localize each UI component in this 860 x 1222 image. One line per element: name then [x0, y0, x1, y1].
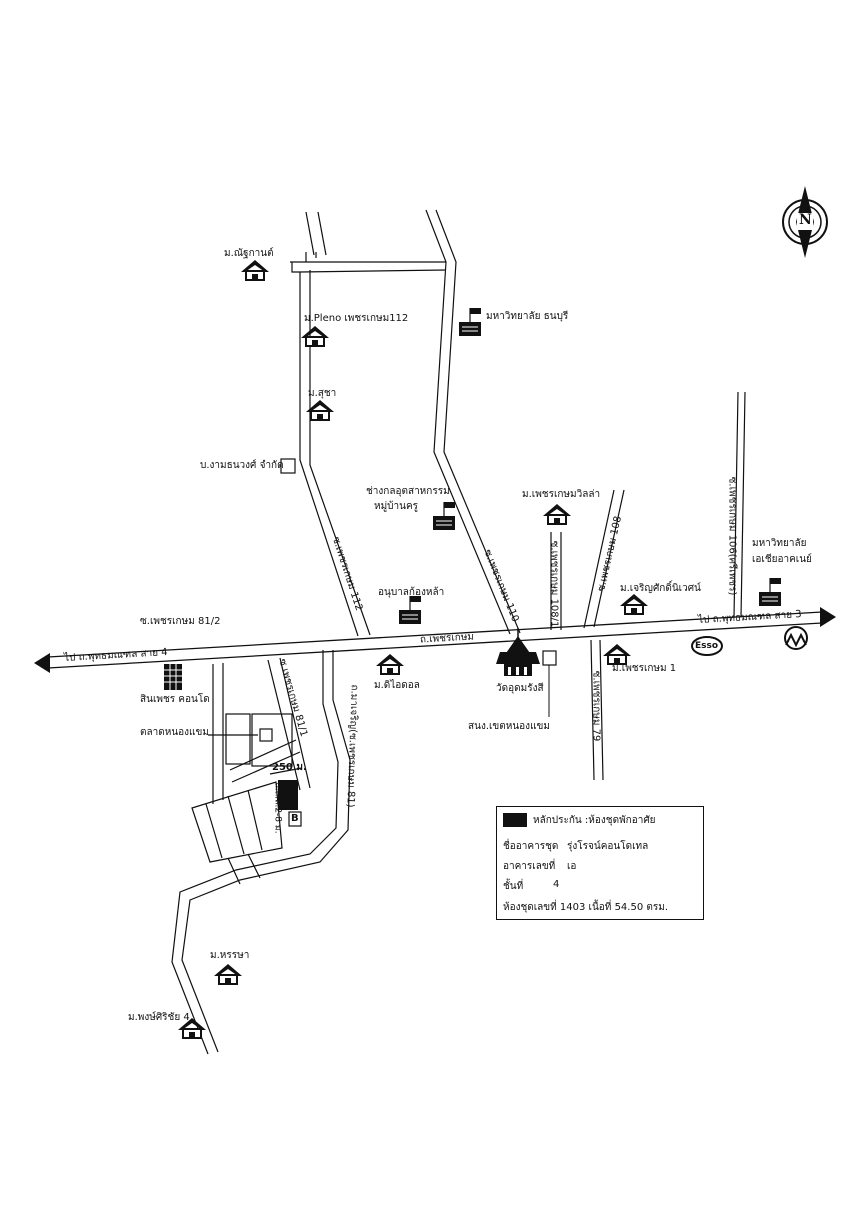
- fuel-station-icon: [784, 626, 808, 650]
- east-arrow-icon: [820, 607, 836, 627]
- label-market: ตลาดหนองแขม: [140, 727, 209, 738]
- label-m-charoen: ม.เจริญศักดิ์นิเวศน์: [620, 583, 701, 594]
- university-icon-sea: [758, 577, 782, 607]
- soi-2-8-label: ถ.ถ.ล.2-8 ม.: [272, 782, 283, 834]
- esso-logo: [691, 636, 723, 656]
- house-icon-chatkan: [240, 259, 270, 281]
- label-u-sea-1: มหาวิทยาลัย: [752, 538, 807, 549]
- main-road: [47, 611, 823, 669]
- house-icon-hansa: [213, 963, 243, 985]
- label-m-pleno: ม.Pleno เพชรเกษม112: [304, 313, 409, 324]
- legend-block-value: เอ: [567, 861, 577, 872]
- side-roads: [290, 209, 746, 781]
- north-arrow-icon: [782, 186, 828, 258]
- soi-79-label: ซ.เพชรเกษม 79: [590, 670, 602, 742]
- label-school-2: หมู่บ้านครู: [374, 501, 419, 512]
- collateral-building: [278, 780, 298, 810]
- district-office-marker: [542, 650, 557, 666]
- label-m-sucha: ม.สุชา: [308, 388, 337, 399]
- label-m-chatkan: ม.ณัฐกานต์: [224, 248, 274, 259]
- temple-icon: [496, 628, 540, 676]
- label-u-sea-2: เอเชียอาคเนย์: [752, 554, 812, 565]
- university-icon-thonburi: [458, 307, 482, 337]
- label-m-phet1: ม.เพชรเกษม 1: [612, 663, 677, 674]
- label-u-thonburi: มหาวิทยาลัย ธนบุรี: [486, 311, 569, 322]
- label-m-idol: ม.ดิไอดอล: [374, 680, 420, 691]
- soi-106-label: ซ.เพชรเกษม 106(ศรีเพชร): [726, 476, 738, 596]
- house-icon-villa: [542, 503, 572, 525]
- soi-108-1-label: ซ.เพชรเกษม 108/1: [548, 540, 560, 628]
- label-sinphet: สินเพชร คอนโด: [140, 694, 210, 705]
- north-label: N: [799, 212, 812, 228]
- legend-building-value: รุ่งโรจน์คอนโดเทล: [567, 841, 649, 852]
- legend-swatch: [503, 813, 527, 827]
- label-distance: 250 ม.: [272, 762, 307, 773]
- label-kindergarten: อนุบาลก้องหล้า: [378, 587, 445, 598]
- label-b-tag: B: [291, 813, 299, 824]
- school-icon: [432, 501, 456, 531]
- legend-box: หลักประกัน :ห้องชุดพักอาศัย ชื่ออาคารชุด…: [496, 806, 704, 920]
- label-m-hansa: ม.หรรษา: [210, 950, 250, 961]
- legend-building-label: ชื่ออาคารชุด: [503, 841, 559, 852]
- label-company: บ.งามธนวงศ์ จำกัด: [200, 460, 284, 471]
- condo-icon: [164, 664, 182, 690]
- company-marker: [280, 458, 296, 474]
- house-icon-idol: [375, 653, 405, 675]
- label-district-office: สนง.เขตหนองแขม: [468, 721, 550, 732]
- label-esso: Esso: [695, 641, 719, 651]
- legend-room-line: ห้องชุดเลขที่ 1403 เนื้อที่ 54.50 ตรม.: [503, 902, 669, 913]
- legend-floor-value: 4: [553, 879, 560, 890]
- label-m-pongsiri: ม.พงษ์ศิริชัย 4: [128, 1012, 190, 1023]
- label-wat: วัดอุดมรังสี: [496, 683, 544, 694]
- legend-title: หลักประกัน :ห้องชุดพักอาศัย: [533, 815, 656, 826]
- house-icon-charoen: [619, 593, 649, 615]
- house-icon-pleno: [300, 325, 330, 347]
- legend-floor-label: ชั้นที่: [503, 881, 524, 892]
- soi-81-2-label: ซ.เพชรเกษม 81/2: [140, 616, 221, 627]
- kindergarten-icon: [398, 595, 422, 625]
- house-icon-phet1: [602, 643, 632, 665]
- legend-block-label: อาคารเลขที่: [503, 861, 556, 872]
- west-arrow-icon: [34, 653, 50, 673]
- south-roads: [171, 650, 351, 1055]
- label-school-1: ช่างกลอุตสาหกรรม: [366, 486, 450, 497]
- label-m-phet-villa: ม.เพชรเกษมวิลล่า: [522, 489, 601, 500]
